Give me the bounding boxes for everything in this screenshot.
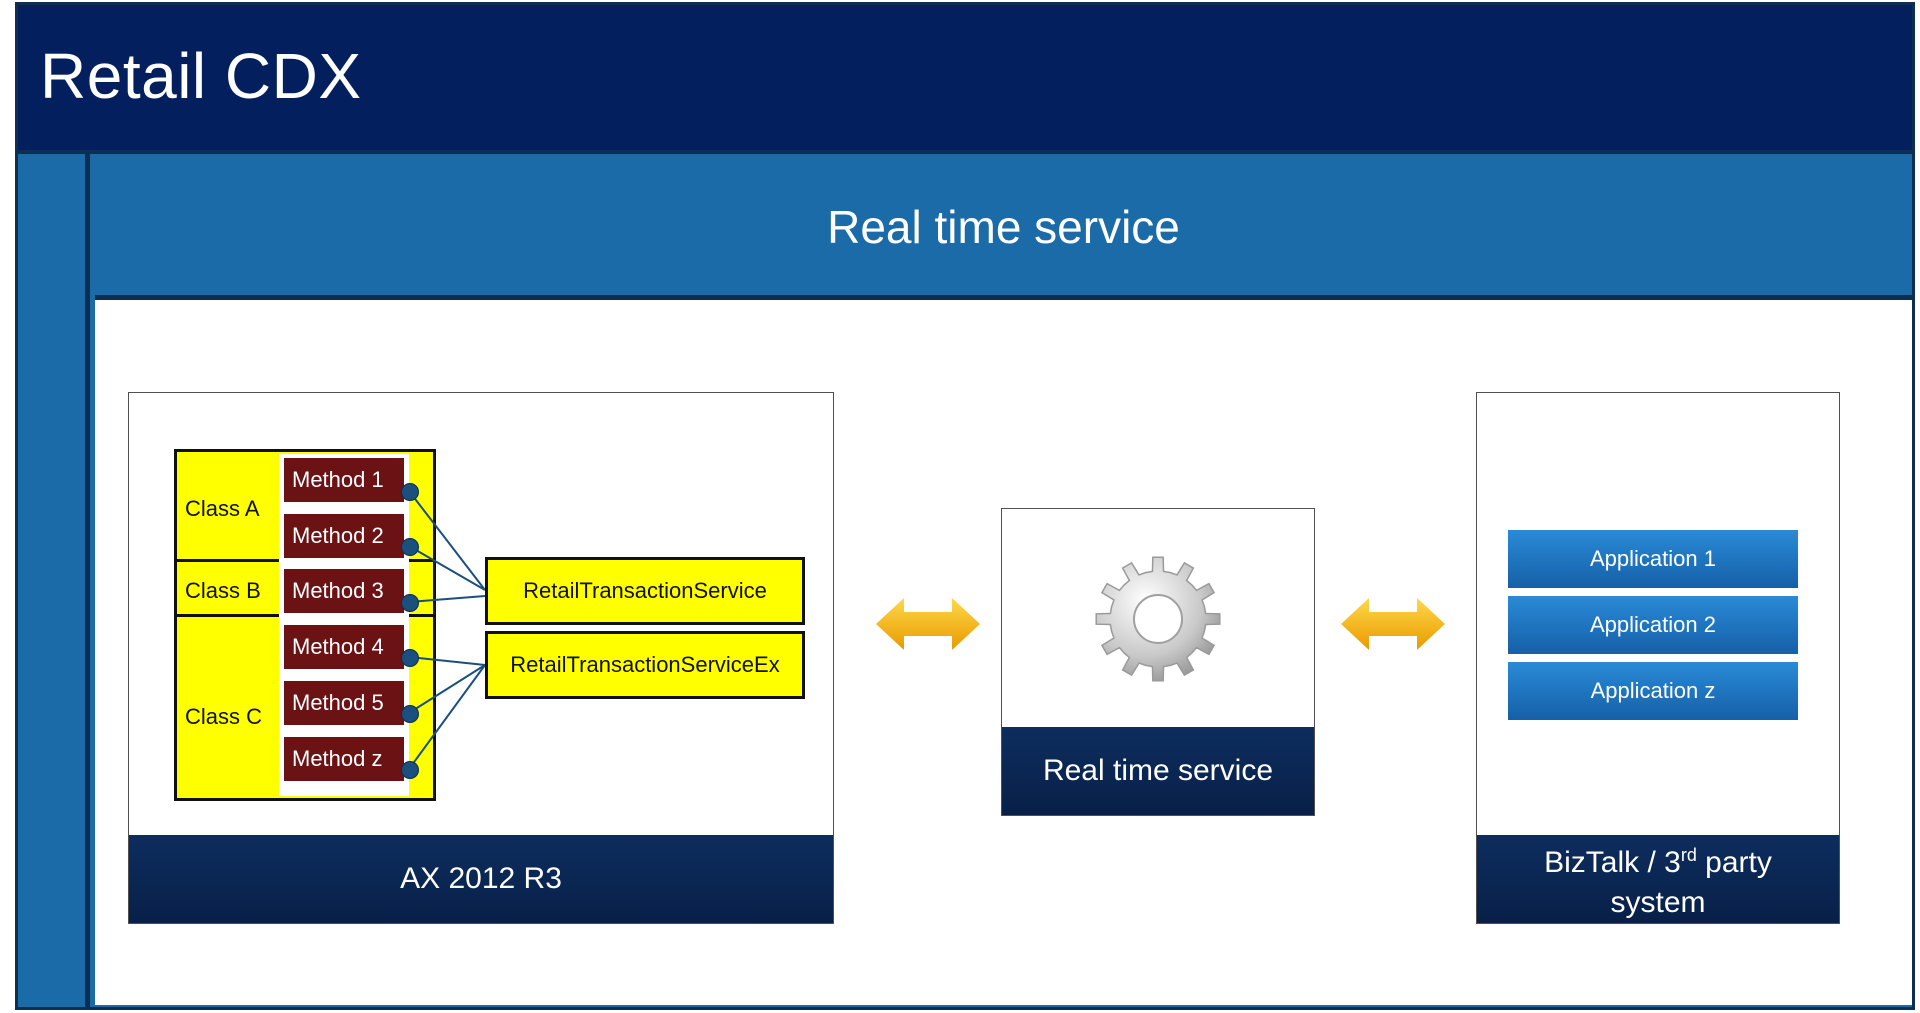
application-z: Application z bbox=[1507, 661, 1799, 721]
rts-panel-footer-label: Real time service bbox=[1042, 754, 1274, 787]
ax-panel: Class A Class B Class C Method 1 Method … bbox=[128, 392, 834, 924]
method-4-dot bbox=[401, 649, 419, 667]
rts-panel: Real time service bbox=[1001, 508, 1315, 816]
method-4: Method 4 bbox=[284, 625, 404, 669]
class-a-label: Class A bbox=[185, 496, 260, 521]
classes-block: Class A Class B Class C Method 1 Method … bbox=[174, 449, 436, 801]
ax-panel-footer-label: AX 2012 R3 bbox=[400, 862, 562, 895]
gear-icon bbox=[1095, 556, 1221, 682]
right-double-arrow-icon bbox=[1341, 598, 1445, 650]
rts-panel-footer: Real time service bbox=[1002, 727, 1314, 815]
content-area: Class A Class B Class C Method 1 Method … bbox=[95, 300, 1912, 1005]
biztalk-footer-line1: BizTalk / 3rd party bbox=[1544, 845, 1772, 879]
section-title: Real time service bbox=[827, 201, 1180, 253]
application-1: Application 1 bbox=[1507, 529, 1799, 589]
section-header: Real time service bbox=[95, 154, 1912, 300]
connector-lines bbox=[408, 490, 486, 770]
page-title: Retail CDX bbox=[40, 40, 362, 112]
title-bar: Retail CDX bbox=[15, 2, 1915, 154]
method-5-dot bbox=[401, 705, 419, 723]
retail-transaction-service-ex: RetailTransactionServiceEx bbox=[485, 631, 805, 699]
biztalk-panel-footer: BizTalk / 3rd party system bbox=[1477, 835, 1839, 923]
method-2-dot bbox=[401, 538, 419, 556]
class-c-label: Class C bbox=[185, 704, 263, 729]
method-3: Method 3 bbox=[284, 569, 404, 613]
ax-panel-footer: AX 2012 R3 bbox=[129, 835, 833, 923]
retail-transaction-service: RetailTransactionService bbox=[485, 557, 805, 625]
method-z-dot bbox=[401, 761, 419, 779]
method-5: Method 5 bbox=[284, 681, 404, 725]
biztalk-panel: Application 1 Application 2 Application … bbox=[1476, 392, 1840, 924]
left-strip bbox=[18, 154, 90, 1007]
method-1-dot bbox=[401, 483, 419, 501]
left-double-arrow-icon bbox=[876, 598, 980, 650]
method-z: Method z bbox=[284, 737, 404, 781]
class-b-label: Class B bbox=[185, 578, 261, 603]
method-2: Method 2 bbox=[284, 514, 404, 558]
application-2: Application 2 bbox=[1507, 595, 1799, 655]
method-3-dot bbox=[401, 594, 419, 612]
biztalk-footer-line2: system bbox=[1610, 886, 1706, 919]
method-1: Method 1 bbox=[284, 458, 404, 502]
